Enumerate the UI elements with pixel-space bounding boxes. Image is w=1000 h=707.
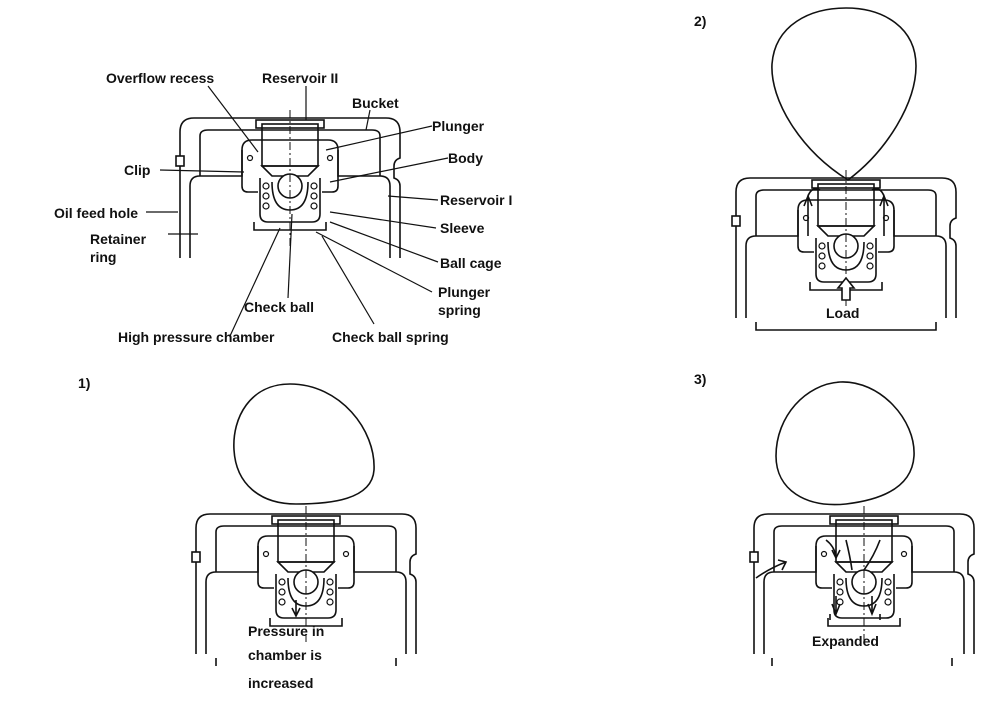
stage3-cam [775, 381, 915, 506]
stage1-caption-line3: increased [248, 675, 313, 691]
label-ball-cage: Ball cage [440, 255, 502, 271]
label-retainer: Retainer [90, 231, 147, 247]
stage1-arrows [215, 600, 397, 666]
label-oil-feed-hole: Oil feed hole [54, 205, 138, 221]
label-high-pressure-chamber: High pressure chamber [118, 329, 275, 345]
stage1-caption-line1: Pressure in [248, 623, 324, 639]
stage2-arrows [755, 188, 937, 331]
label-bucket: Bucket [352, 95, 399, 111]
label-body: Body [448, 150, 483, 166]
label-overflow-recess: Overflow recess [106, 70, 214, 86]
label-sleeve: Sleeve [440, 220, 485, 236]
stage1-cam [233, 383, 375, 505]
stage2-number: 2) [694, 13, 706, 29]
stage3-caption: Expanded [812, 633, 879, 649]
label-reservoir-i: Reservoir I [440, 192, 512, 208]
stage1-number: 1) [78, 375, 90, 391]
stage3-number: 3) [694, 371, 706, 387]
label-plunger: Plunger [432, 118, 485, 134]
stage1-caption-line2: chamber is [248, 647, 322, 663]
label-ring: ring [90, 249, 116, 265]
stage3-lifter [749, 505, 975, 655]
stage3-arrows [755, 539, 953, 666]
label-plunger-spring-1: Plunger [438, 284, 491, 300]
stage2-caption: Load [826, 305, 859, 321]
main-leader-lines [146, 85, 449, 337]
label-reservoir-ii: Reservoir II [262, 70, 338, 86]
label-check-ball: Check ball [244, 299, 314, 315]
label-plunger-spring-2: spring [438, 302, 481, 318]
label-check-ball-spring: Check ball spring [332, 329, 449, 345]
stage2-load-arrow-icon [836, 276, 856, 301]
label-clip: Clip [124, 162, 150, 178]
stage2-cam [771, 7, 917, 181]
